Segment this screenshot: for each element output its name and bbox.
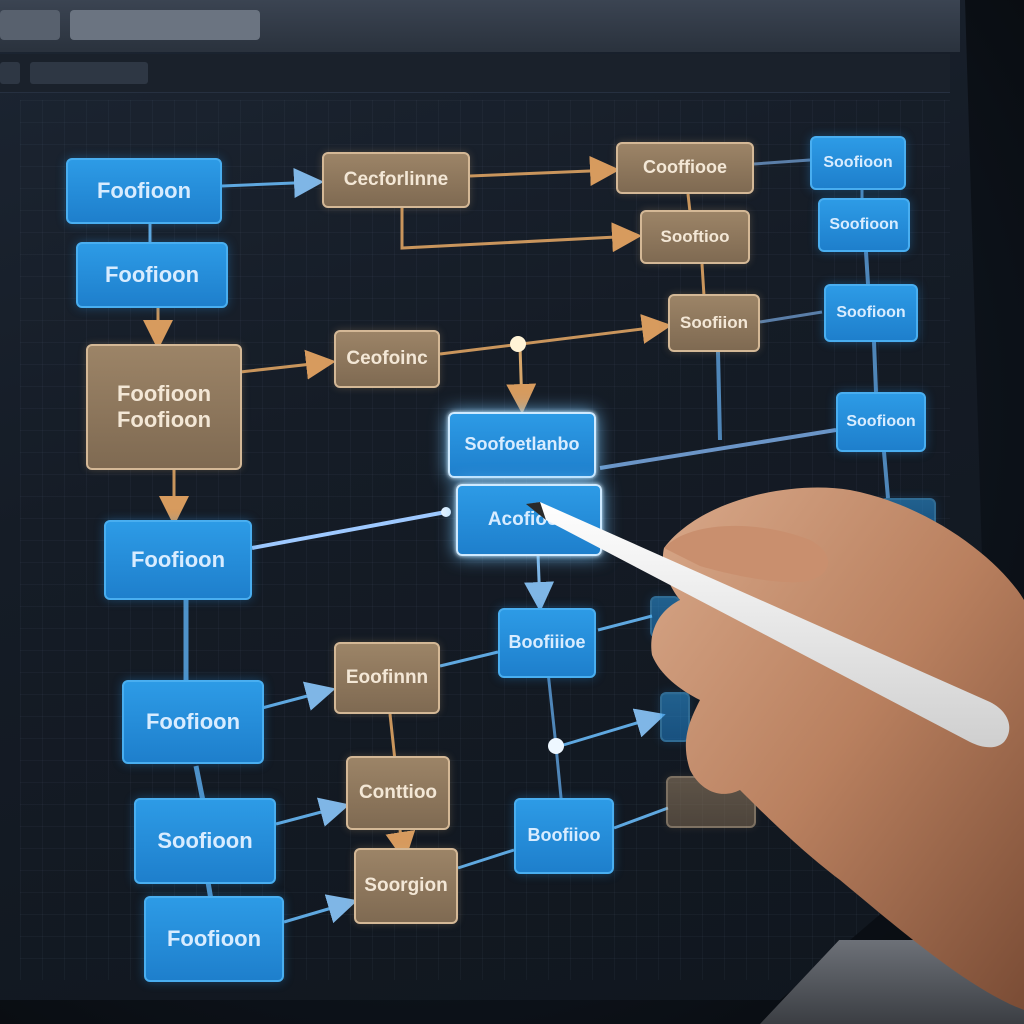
flow-node-label: Ceofoinc: [346, 347, 428, 369]
connector: [457, 848, 515, 870]
flow-node-label: Foofioon: [130, 546, 226, 572]
flow-node-label: Sooftioo: [660, 226, 730, 246]
flow-node[interactable]: Soofioon: [134, 798, 276, 884]
flow-node-label: Soofoetlanbo: [464, 434, 580, 455]
connector: [759, 310, 823, 324]
connector: [469, 156, 620, 186]
toolbar-button[interactable]: [0, 62, 20, 84]
flow-node[interactable]: Conttioo: [346, 756, 450, 830]
connector: [872, 341, 878, 393]
flow-node-label: Conttioo: [358, 781, 438, 803]
connector: [613, 806, 669, 830]
flow-node-label: Boofiiioe: [508, 632, 586, 653]
flow-node[interactable]: Soofiion: [668, 294, 760, 352]
flow-node[interactable]: Ceofoinc: [334, 330, 440, 388]
flow-node-partial[interactable]: [660, 692, 690, 742]
flow-node-partial[interactable]: [666, 776, 756, 828]
connector: [599, 428, 837, 470]
flow-node-selected[interactable]: Acofioon: [456, 484, 602, 556]
flow-node-selected[interactable]: Soofoetlanbo: [448, 412, 596, 478]
app-toolbar: [0, 54, 950, 93]
flow-node-label: Soofioon: [829, 216, 899, 234]
connector: [864, 251, 870, 285]
flow-node-label: Soofioon: [836, 304, 906, 322]
flow-node[interactable]: Soofioon: [836, 392, 926, 452]
flow-node-label: Soorgion: [364, 874, 448, 896]
flow-node-label: Foofioon: [96, 177, 192, 203]
flow-node[interactable]: Foofioon: [122, 680, 264, 764]
flow-node-label: Cooffiooe: [643, 157, 727, 178]
flow-node-label: Boofiioo: [527, 825, 601, 846]
connector: [686, 193, 692, 213]
flow-node[interactable]: Soofioon: [818, 198, 910, 252]
connector: [261, 681, 336, 711]
flow-node-label: Soofioon: [846, 413, 916, 431]
connector: [439, 314, 672, 356]
flow-node[interactable]: Cooffiooe: [616, 142, 754, 194]
flow-node-label: Foofioon: [166, 925, 262, 951]
flow-node[interactable]: Soofioon: [824, 284, 918, 342]
flow-node[interactable]: Foofioon Foofioon: [86, 344, 242, 470]
connector: [439, 650, 499, 668]
flow-node[interactable]: Foofioon: [104, 520, 252, 600]
title-bar-tab[interactable]: [70, 10, 260, 40]
flow-node-label: Soofioon: [157, 827, 253, 853]
flow-node-label: Eoofinnn: [345, 666, 429, 688]
connector: [221, 168, 324, 198]
connector: [753, 158, 811, 166]
connector: [524, 553, 555, 612]
flow-node-label: Cecforlinne: [343, 168, 449, 190]
toolbar-button[interactable]: [30, 62, 148, 84]
flow-node[interactable]: Eoofinnn: [334, 642, 440, 714]
flow-node[interactable]: Foofioon: [76, 242, 228, 308]
connector: [275, 797, 350, 827]
connector: [700, 263, 706, 297]
window-title-bar: [0, 0, 960, 52]
connector-junction: [441, 507, 451, 517]
connector: [239, 349, 336, 380]
connector: [506, 345, 537, 414]
flow-node[interactable]: Soofioon: [810, 136, 906, 190]
connector: [283, 894, 358, 924]
flow-node-label: Foofioon: [145, 708, 241, 734]
flow-node-partial[interactable]: [880, 498, 936, 532]
connector-junction: [510, 336, 526, 352]
flow-node-label: Foofioon: [104, 261, 200, 287]
flow-node[interactable]: Cecforlinne: [322, 152, 470, 208]
flow-node[interactable]: Foofioon: [144, 896, 284, 982]
flow-node-label: Soofiion: [680, 312, 748, 332]
flow-node[interactable]: Sooftioo: [640, 210, 750, 264]
connector: [597, 614, 653, 632]
connector: [716, 351, 722, 441]
connector-junction: [548, 738, 564, 754]
title-bar-tab[interactable]: [0, 10, 60, 40]
flow-node[interactable]: Boofiiioe: [498, 608, 596, 678]
flow-node-label: Acofioon: [487, 508, 571, 530]
flow-node[interactable]: Soorgion: [354, 848, 458, 924]
connector: [251, 510, 447, 550]
flow-node-partial[interactable]: [650, 596, 680, 638]
connector: [400, 208, 642, 253]
flow-node[interactable]: Boofiioo: [514, 798, 614, 874]
connector: [559, 708, 666, 748]
flow-node-label: Soofioon: [823, 154, 893, 172]
connector: [882, 451, 890, 499]
flow-node[interactable]: Foofioon: [66, 158, 222, 224]
flow-node-label: Foofioon Foofioon: [116, 380, 212, 432]
